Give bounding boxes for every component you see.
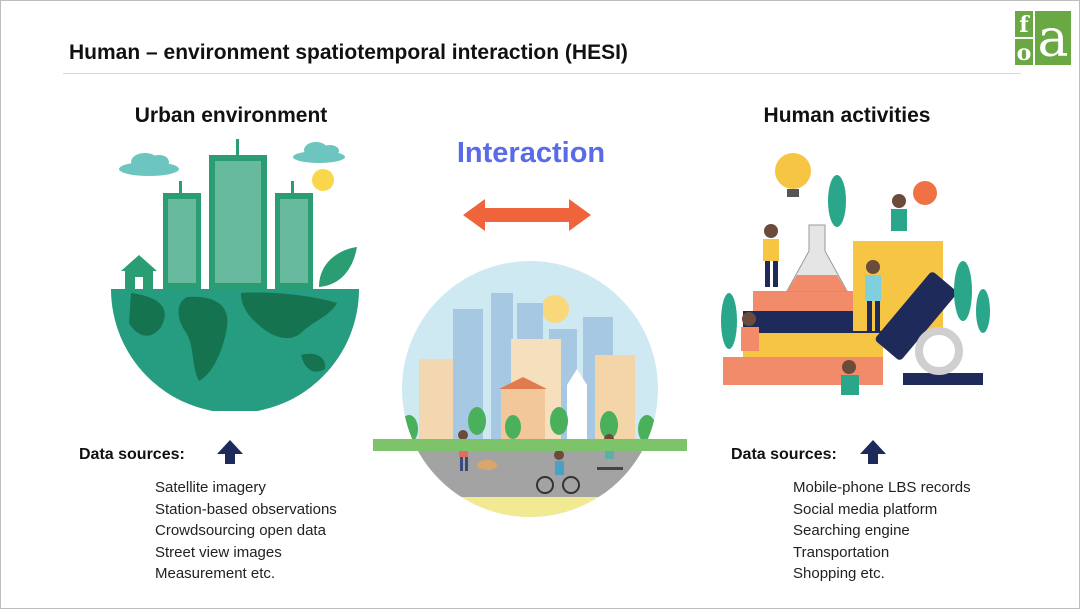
- list-item: Station-based observations: [155, 500, 337, 518]
- double-arrow-icon: [463, 199, 591, 231]
- fao-logo: f o a: [1014, 10, 1072, 66]
- urban-globe-illustration: [111, 139, 359, 411]
- slide-title: Human – environment spatiotemporal inter…: [69, 41, 628, 64]
- svg-text:f: f: [1019, 12, 1030, 38]
- list-item: Satellite imagery: [155, 479, 266, 496]
- urban-data-sources-list: Satellite imagery Station-based observat…: [155, 477, 337, 585]
- arrow-up-icon: [860, 440, 886, 464]
- list-item: Shopping etc.: [793, 565, 885, 583]
- list-item: Transportation: [793, 543, 890, 561]
- svg-text:a: a: [1037, 10, 1068, 66]
- urban-environment-heading: Urban environment: [134, 104, 328, 127]
- list-item: Measurement etc.: [155, 565, 276, 583]
- title-divider: [63, 73, 1021, 74]
- list-item: Crowdsourcing open data: [155, 522, 326, 540]
- human-activities-heading: Human activities: [763, 104, 931, 127]
- human-data-sources-label: Data sources:: [731, 446, 837, 463]
- list-item: Street view images: [155, 543, 282, 561]
- interaction-label: Interaction: [456, 137, 606, 169]
- list-item: Social media platform: [793, 500, 938, 518]
- urban-data-sources-label: Data sources:: [79, 446, 185, 463]
- city-street-illustration: [373, 261, 687, 517]
- arrow-up-icon: [217, 440, 243, 464]
- svg-text:o: o: [1017, 40, 1032, 66]
- list-item: Mobile-phone LBS records: [793, 479, 971, 496]
- human-data-sources-list: Mobile-phone LBS records Social media pl…: [793, 477, 971, 585]
- list-item: Searching engine: [793, 522, 910, 540]
- human-activities-illustration: [721, 153, 990, 395]
